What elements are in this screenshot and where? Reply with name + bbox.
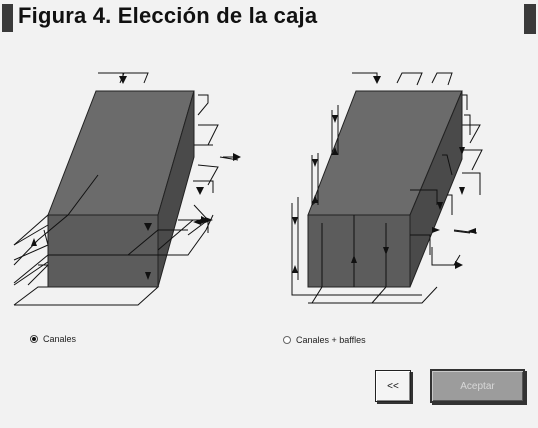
radio-canales-label: Canales [43, 334, 77, 344]
accept-button-label: Aceptar [460, 380, 495, 392]
radio-canales-indicator[interactable] [30, 335, 38, 343]
back-button-label: << [387, 380, 399, 392]
page-title: Figura 4. Elección de la caja [18, 3, 318, 28]
radio-canales-baffles-indicator[interactable] [283, 336, 291, 344]
diagram-canales [13, 72, 241, 306]
radio-canales-baffles-label: Canales + baffles [296, 335, 366, 345]
title-accent-left [2, 4, 13, 32]
back-button[interactable]: << [375, 370, 411, 402]
diagram-canales-baffles [291, 72, 483, 304]
accept-button[interactable]: Aceptar [430, 369, 525, 403]
radio-canales[interactable]: Canales [30, 334, 76, 344]
title-bar: Figura 4. Elección de la caja [0, 0, 538, 38]
title-accent-right [524, 4, 536, 34]
radio-canales-baffles[interactable]: Canales + baffles [283, 335, 366, 345]
